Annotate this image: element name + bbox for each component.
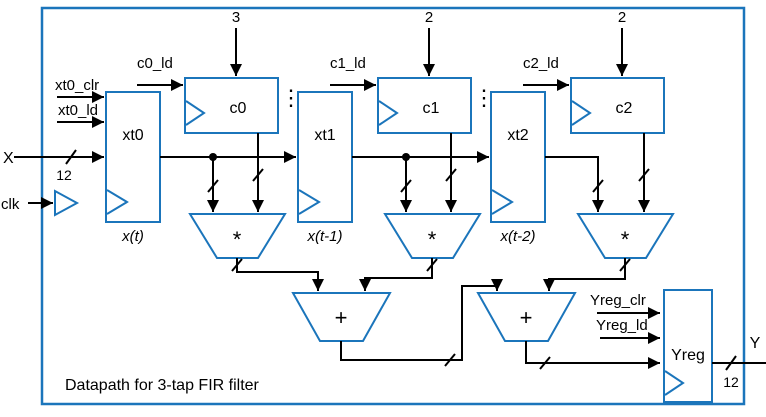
c0-constant-label: 3	[232, 9, 240, 26]
x-input-label: X	[3, 150, 14, 167]
xt0-clock-chevron-icon	[106, 189, 129, 215]
mult1-out-bus-slash	[231, 258, 243, 272]
adder1-out-wire	[340, 279, 503, 361]
yreg-clock-chevron-icon	[664, 370, 685, 396]
datapath-caption: Datapath for 3-tap FIR filter	[65, 377, 260, 394]
mult2-out-wire	[359, 258, 433, 291]
c2-register-label: c2	[616, 100, 633, 117]
xt0-ld-label: xt0_ld	[58, 102, 98, 119]
xt1-register-label: xt1	[314, 127, 335, 144]
xt0-register-box	[105, 91, 161, 223]
mult3-shape	[576, 213, 675, 259]
adder1-out-bus-slash	[444, 353, 456, 367]
mult1-op-label: *	[233, 227, 242, 252]
mult1-shape	[188, 213, 287, 259]
c0-register-box	[184, 77, 279, 134]
adder2-shape	[476, 292, 577, 342]
c2-ld-label: c2_ld	[523, 55, 559, 72]
xt2-output-signal-label: x(t-2)	[500, 228, 536, 245]
c1-register-box	[377, 77, 472, 134]
xt0-register-label: xt0	[122, 127, 143, 144]
ellipsis-left: ⋮	[280, 85, 302, 110]
adder2-out-bus-slash	[539, 356, 551, 370]
clk-input-label: clk	[1, 196, 20, 213]
xt1-register-box	[297, 91, 353, 223]
c0-bus-slash	[252, 168, 264, 182]
y-output-label: Y	[750, 335, 761, 352]
xt2-register-box	[490, 91, 546, 223]
mult2-op-label: *	[428, 227, 437, 252]
yreg-register-label: Yreg	[671, 347, 705, 364]
c2-bus-slash	[638, 168, 650, 182]
xt0-output-signal-label: x(t)	[121, 228, 144, 245]
xt1-clock-chevron-icon	[298, 189, 321, 215]
c1-constant-label: 2	[425, 9, 433, 26]
xt1-output-signal-label: x(t-1)	[307, 228, 343, 245]
c0-ld-label: c0_ld	[137, 55, 173, 72]
xt2-to-mult3-wire	[545, 156, 604, 212]
adder2-out-wire	[525, 341, 660, 369]
c1-ld-label: c1_ld	[330, 55, 366, 72]
x-bus-slash	[65, 149, 77, 165]
c1-register-label: c1	[423, 100, 440, 117]
ellipsis-right: ⋮	[473, 85, 495, 110]
yreg-ld-label: Yreg_ld	[596, 317, 648, 334]
c0-register-label: c0	[230, 100, 247, 117]
mult1-out-wire	[236, 258, 324, 291]
c1-clock-chevron-icon	[378, 100, 399, 126]
y-bus-width-label: 12	[723, 374, 739, 390]
adder2-op-label: +	[520, 305, 533, 330]
c0-clock-chevron-icon	[185, 100, 206, 126]
mult3-op-label: *	[621, 227, 630, 252]
mult2-out-bus-slash	[426, 258, 438, 272]
x-bus-width-label: 12	[56, 167, 72, 183]
adder1-op-label: +	[335, 305, 348, 330]
xt2-clock-chevron-icon	[491, 189, 514, 215]
tap0-bus-slash	[207, 179, 219, 193]
mult3-out-wire	[543, 258, 626, 291]
clk-triangle-icon	[54, 189, 80, 217]
y-bus-slash	[725, 355, 737, 371]
yreg-clr-label: Yreg_clr	[590, 292, 646, 309]
c2-clock-chevron-icon	[571, 100, 592, 126]
yreg-register-box	[663, 289, 713, 403]
tap2-bus-slash	[592, 179, 604, 193]
xt0-clr-label: xt0_clr	[55, 77, 99, 94]
adder1-shape	[291, 292, 392, 342]
tap1-bus-slash	[400, 179, 412, 193]
c2-constant-label: 2	[618, 9, 626, 26]
xt2-register-label: xt2	[507, 127, 528, 144]
mult3-out-bus-slash	[619, 258, 631, 272]
c2-register-box	[570, 77, 665, 134]
mult2-shape	[383, 213, 482, 259]
c1-bus-slash	[445, 168, 457, 182]
